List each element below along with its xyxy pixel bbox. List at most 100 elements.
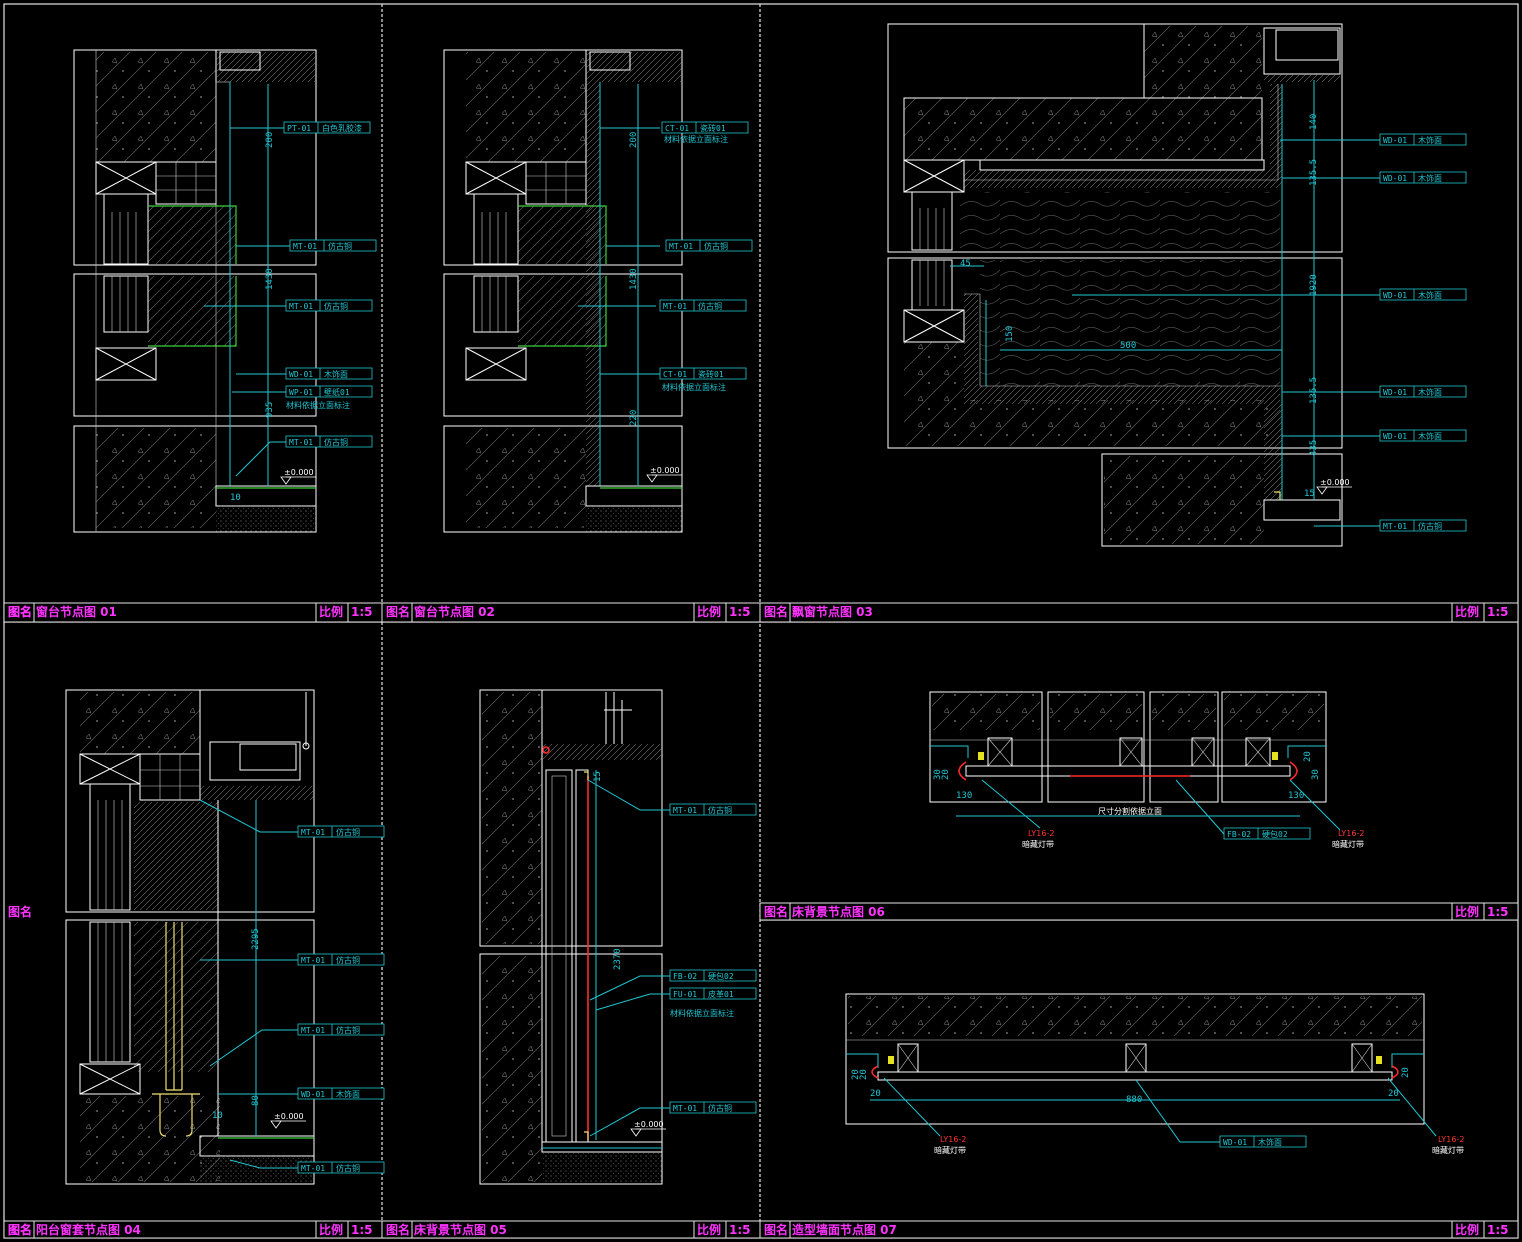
dimension-label: 20 bbox=[1388, 1089, 1399, 1099]
tag-material: 皮革01 bbox=[708, 989, 734, 999]
panel-6-drawing bbox=[929, 691, 1341, 835]
dimension-label: 135.5 bbox=[1309, 377, 1319, 404]
dimension-label: 10 bbox=[212, 1111, 223, 1121]
tag-code: MT-01 bbox=[673, 1104, 697, 1113]
dimension-label: 1430 bbox=[629, 268, 639, 290]
tag-material: 硬包02 bbox=[708, 971, 734, 981]
tag-code: MT-01 bbox=[301, 1026, 325, 1035]
dimension-label: 20 bbox=[1303, 751, 1313, 762]
dimension-label: 435 bbox=[1309, 440, 1319, 456]
tag-material: 仿古铜 bbox=[328, 241, 352, 251]
dimension-label: 15 bbox=[593, 771, 603, 782]
drawing-title: 飘窗节点图 03 bbox=[792, 604, 873, 619]
drawing-name-label: 图名 bbox=[8, 1222, 32, 1237]
drawing-title: 床背景节点图 06 bbox=[792, 904, 885, 919]
tag-code: MT-01 bbox=[663, 302, 687, 311]
drawing-name-label: 图名 bbox=[8, 604, 32, 619]
tag-code: WD-01 bbox=[1383, 432, 1407, 441]
tag-code: MT-01 bbox=[289, 438, 313, 447]
dimension-label: 130 bbox=[1288, 791, 1304, 801]
dimension-label: 20 bbox=[941, 769, 951, 780]
level-marker bbox=[1316, 486, 1328, 495]
drawing-name-label: 图名 bbox=[8, 1222, 32, 1237]
tag-code: MT-01 bbox=[673, 806, 697, 815]
tag-material: 壁纸01 bbox=[324, 387, 350, 397]
note-text: 材料依据立面标注 bbox=[664, 134, 728, 144]
tag-code: WD-01 bbox=[1383, 174, 1407, 183]
scale-label: 比例 bbox=[319, 604, 343, 619]
dimension-label: 20 bbox=[870, 1089, 881, 1099]
light-description: 暗藏灯带 bbox=[934, 1145, 966, 1155]
light-description: 暗藏灯带 bbox=[1022, 839, 1054, 849]
tag-code: MT-01 bbox=[669, 242, 693, 251]
dimension-label: 130 bbox=[956, 791, 972, 801]
tag-code: PT-01 bbox=[287, 124, 311, 133]
dimension-label: 200 bbox=[265, 132, 275, 148]
scale-value: 1:5 bbox=[1487, 905, 1509, 919]
dimension-label: 15 bbox=[1304, 489, 1315, 499]
dimension-label: 220 bbox=[629, 410, 639, 426]
level-marker bbox=[270, 1120, 282, 1129]
tag-code: MT-01 bbox=[289, 302, 313, 311]
dimension-label: 140 bbox=[1309, 114, 1319, 130]
title-bars bbox=[3, 602, 1519, 1239]
light-code: LY16-2 bbox=[1338, 829, 1364, 838]
dimension-label: 20 bbox=[851, 1069, 861, 1080]
tag-code: WD-01 bbox=[1383, 136, 1407, 145]
tag-material: 瓷砖01 bbox=[698, 369, 724, 379]
tag-material: 木饰面 bbox=[1418, 431, 1442, 441]
level-marker bbox=[630, 1128, 642, 1137]
light-code: LY16-2 bbox=[940, 1135, 966, 1144]
scale-label: 比例 bbox=[1455, 604, 1479, 619]
panel-4-drawing bbox=[65, 689, 315, 1185]
material-tag: MT-01 仿古铜 bbox=[297, 1023, 385, 1036]
dimension-label: 10 bbox=[230, 493, 241, 503]
tag-material: 木饰面 bbox=[1418, 387, 1442, 397]
dimension-label: 1920 bbox=[1309, 274, 1319, 296]
light-code: LY16-2 bbox=[1028, 829, 1054, 838]
dimension-label: 20 bbox=[1401, 1067, 1411, 1078]
drawing-name-label: 图名 bbox=[764, 604, 788, 619]
drawing-name-label: 图名 bbox=[8, 1222, 32, 1237]
tag-code: WD-01 bbox=[289, 370, 313, 379]
drawing-name-label: 图名 bbox=[8, 904, 32, 919]
scale-label: 比例 bbox=[1455, 1222, 1479, 1237]
scale-value: 1:5 bbox=[1487, 605, 1509, 619]
panel-2-drawing bbox=[443, 49, 683, 533]
note-text: 材料依据立面标注 bbox=[662, 382, 726, 392]
scale-label: 比例 bbox=[697, 1222, 721, 1237]
drawing-name-label: 图名 bbox=[764, 1222, 788, 1237]
light-code: LY16-2 bbox=[1438, 1135, 1464, 1144]
drawing-title: 窗台节点图 01 bbox=[36, 604, 117, 619]
level-label: ±0.000 bbox=[650, 466, 680, 475]
light-description: 暗藏灯带 bbox=[1432, 1145, 1464, 1155]
tag-material: 仿古铜 bbox=[336, 1025, 360, 1035]
drawing-name-label: 图名 bbox=[386, 604, 410, 619]
drawing-title: 床背景节点图 05 bbox=[414, 1222, 507, 1237]
dimension-label: 880 bbox=[1126, 1095, 1142, 1105]
tag-code: MT-01 bbox=[301, 1164, 325, 1173]
scale-value: 1:5 bbox=[351, 605, 373, 619]
panel-7-drawing bbox=[845, 993, 1437, 1143]
tag-material: 仿古铜 bbox=[708, 805, 732, 815]
note-text: 尺寸分割依据立面 bbox=[1098, 806, 1162, 816]
tag-material: 仿古铜 bbox=[336, 955, 360, 965]
